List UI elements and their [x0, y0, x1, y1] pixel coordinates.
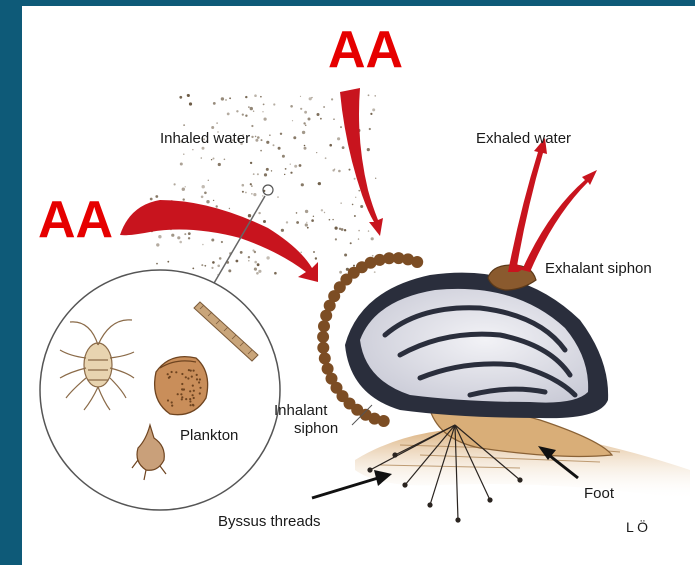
inhaled-water-arrow-top	[340, 88, 383, 236]
byssus-pointer-arrow	[312, 470, 392, 498]
marker-aa-top: AA	[328, 21, 403, 79]
label-inhaled-water: Inhaled water	[160, 130, 250, 147]
label-foot: Foot	[584, 485, 615, 502]
label-exhaled-water: Exhaled water	[476, 130, 571, 147]
label-inhalant-siphon-line1: Inhalant	[274, 402, 328, 419]
label-inhalant-siphon-line2: siphon	[294, 420, 338, 437]
label-exhalant-siphon: Exhalant siphon	[545, 260, 652, 277]
label-credit: L Ö	[626, 518, 648, 535]
marker-aa-left: AA	[38, 191, 113, 249]
label-byssus-threads: Byssus threads	[218, 513, 321, 530]
exhaled-water-arrows	[508, 138, 597, 272]
label-plankton: Plankton	[180, 427, 238, 444]
water-particles	[150, 94, 377, 275]
dinoflagellate-plankton	[155, 357, 208, 415]
